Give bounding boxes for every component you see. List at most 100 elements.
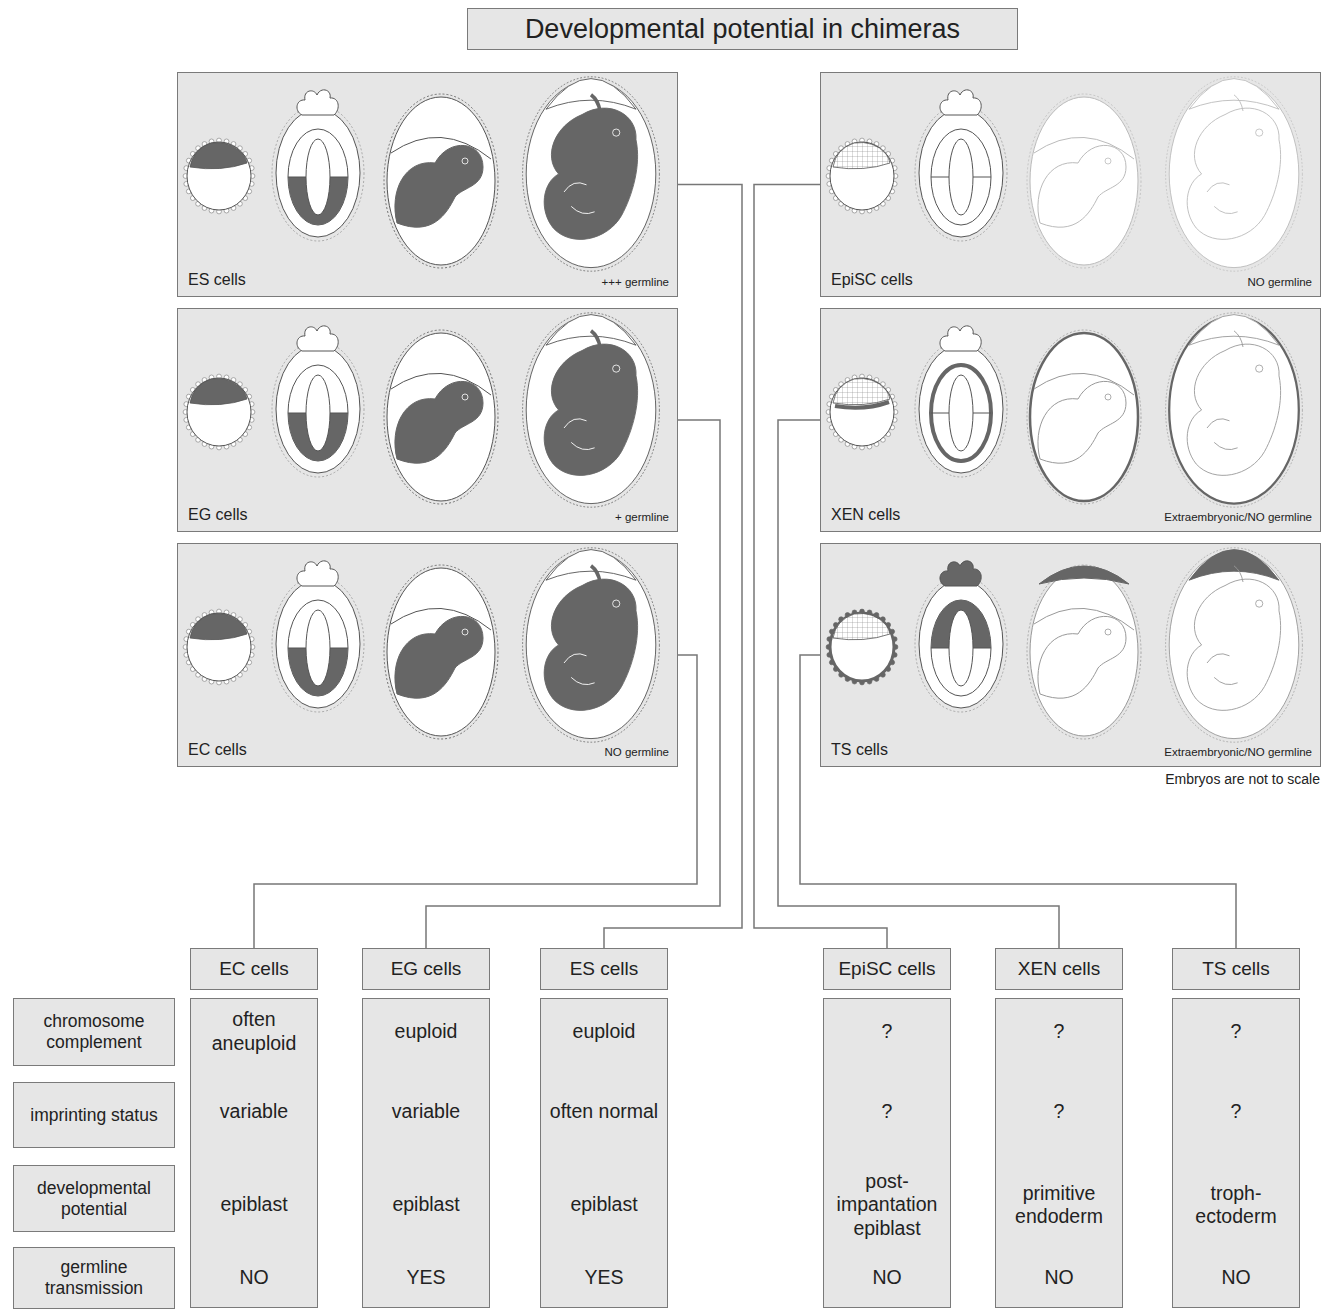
germline-note: Extraembryonic/NO germline bbox=[1164, 746, 1312, 759]
table-cell: variable bbox=[191, 1064, 317, 1160]
germline-note: NO germline bbox=[604, 746, 669, 759]
row-label-text: developmental potential bbox=[20, 1178, 168, 1220]
embryo-eye bbox=[1256, 365, 1263, 372]
header-text: EG cells bbox=[391, 958, 462, 980]
egg-cylinder bbox=[288, 600, 348, 696]
proamniotic-cavity bbox=[949, 610, 973, 686]
midgestation-figure bbox=[1166, 313, 1303, 507]
embryo-detail bbox=[564, 419, 595, 450]
blastocyst-outline bbox=[187, 142, 251, 210]
yolk-sac bbox=[1030, 97, 1138, 265]
column-header: ES cells bbox=[540, 948, 668, 990]
proamniotic-cavity bbox=[306, 375, 330, 451]
column-header: EpiSC cells bbox=[823, 948, 951, 990]
embryo-body bbox=[544, 579, 637, 710]
table-cell: ? bbox=[1173, 999, 1299, 1064]
row-label-text: imprinting status bbox=[30, 1105, 157, 1126]
embryo-illustration bbox=[178, 309, 679, 533]
egg-cylinder-figure bbox=[915, 326, 1007, 477]
inner-cell-mass bbox=[190, 142, 247, 168]
table-cell: troph-ectoderm bbox=[1173, 1160, 1299, 1250]
table-cell: euploid bbox=[363, 999, 489, 1064]
property-column: ??primitive endodermNO bbox=[995, 998, 1123, 1308]
ectoplacental-cone bbox=[297, 561, 338, 586]
placenta-cap bbox=[546, 79, 636, 110]
inner-cell-mass bbox=[190, 613, 247, 639]
table-cell: ? bbox=[824, 999, 950, 1064]
decidua-outline bbox=[384, 330, 498, 504]
table-cell: euploid bbox=[541, 999, 667, 1064]
inner-cell-mass bbox=[833, 378, 890, 404]
early-somite-figure bbox=[1027, 330, 1141, 504]
table-cell: ? bbox=[824, 1064, 950, 1160]
panel-title: XEN cells bbox=[831, 506, 900, 524]
ectoplacental-cone bbox=[297, 90, 338, 115]
early-somite-figure bbox=[384, 94, 498, 268]
embryo-body bbox=[544, 344, 637, 475]
row-label-text: chromosome complement bbox=[20, 1011, 168, 1053]
embryo-eye bbox=[462, 394, 468, 400]
yolk-sac bbox=[526, 316, 656, 503]
germline-note: Extraembryonic/NO germline bbox=[1164, 511, 1312, 524]
early-somite-figure bbox=[384, 565, 498, 739]
embryo-body bbox=[1038, 145, 1126, 227]
egg-cylinder-figure bbox=[272, 326, 364, 477]
midgestation-figure bbox=[523, 77, 660, 271]
panel-title: EC cells bbox=[188, 741, 247, 759]
blastocyst-figure bbox=[826, 138, 898, 214]
embryo-body bbox=[1187, 344, 1280, 475]
embryo-eye bbox=[613, 365, 620, 372]
ectoplacental-cone bbox=[940, 326, 981, 351]
parietal-yolk-sac bbox=[276, 580, 360, 708]
column-header: XEN cells bbox=[995, 948, 1123, 990]
inner-cell-mass bbox=[190, 378, 247, 404]
amnion-line bbox=[1034, 373, 1134, 395]
row-label-text: germline transmission bbox=[20, 1257, 168, 1299]
embryo-detail bbox=[1207, 419, 1238, 450]
table-cell: NO bbox=[1173, 1250, 1299, 1306]
visceral-endoderm bbox=[931, 365, 991, 461]
early-somite-figure bbox=[384, 330, 498, 504]
property-column: euploidvariableepiblastYES bbox=[362, 998, 490, 1308]
embryo-illustration bbox=[178, 544, 679, 768]
property-column: euploidoften normalepiblastYES bbox=[540, 998, 668, 1308]
egg-cylinder bbox=[931, 365, 991, 461]
ectoplacental-cone bbox=[940, 561, 981, 586]
embryo-eye bbox=[613, 600, 620, 607]
blastocyst-outline bbox=[187, 378, 251, 446]
embryo-eye bbox=[462, 158, 468, 164]
embryo-body bbox=[1187, 579, 1280, 710]
embryo-body bbox=[395, 145, 483, 227]
embryo-body bbox=[395, 381, 483, 463]
embryo-illustration bbox=[821, 544, 1322, 768]
blastocyst-outline bbox=[830, 613, 894, 681]
table-cell: NO bbox=[996, 1250, 1122, 1306]
column-header: EG cells bbox=[362, 948, 490, 990]
egg-cylinder bbox=[288, 365, 348, 461]
germline-note: +++ germline bbox=[602, 276, 669, 289]
proamniotic-cavity bbox=[306, 139, 330, 215]
parietal-yolk-sac bbox=[919, 109, 1003, 237]
decidua-outline bbox=[384, 565, 498, 739]
blastocyst-outline bbox=[187, 613, 251, 681]
boundary-line bbox=[931, 648, 991, 649]
embryo-body bbox=[1038, 616, 1126, 698]
cell-type-panel: EpiSC cellsNO germline bbox=[820, 72, 1321, 297]
panel-title: EG cells bbox=[188, 506, 248, 524]
amnion-line bbox=[1034, 137, 1134, 159]
ectoplacental-cone bbox=[940, 90, 981, 115]
egg-cylinder-figure bbox=[915, 561, 1007, 712]
property-column: ??post-impantation epiblastNO bbox=[823, 998, 951, 1308]
early-somite-figure bbox=[1027, 565, 1141, 739]
header-text: TS cells bbox=[1202, 958, 1270, 980]
germline-note: + germline bbox=[615, 511, 669, 524]
header-text: XEN cells bbox=[1018, 958, 1100, 980]
embryo-eye bbox=[1105, 158, 1111, 164]
title-text: Developmental potential in chimeras bbox=[525, 14, 960, 45]
egg-cylinder-figure bbox=[272, 561, 364, 712]
title-box: Developmental potential in chimeras bbox=[467, 8, 1018, 50]
table-cell: often normal bbox=[541, 1064, 667, 1160]
early-somite-figure bbox=[1027, 94, 1141, 268]
blastocyst-figure bbox=[826, 374, 898, 450]
table-cell: epiblast bbox=[363, 1160, 489, 1250]
